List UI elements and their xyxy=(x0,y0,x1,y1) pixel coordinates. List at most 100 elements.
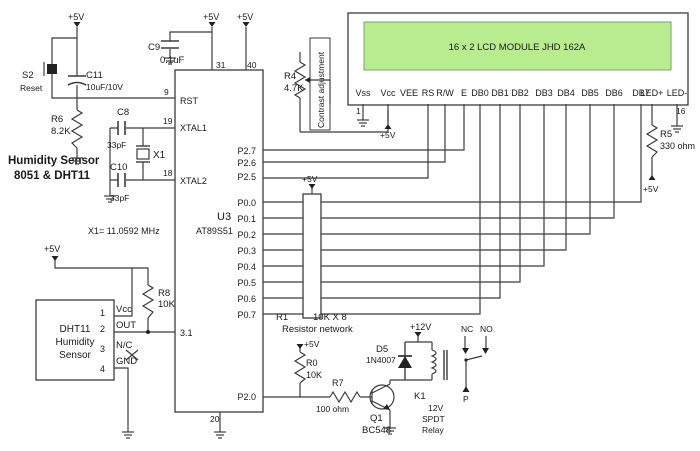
d5-value: 1N4007 xyxy=(366,355,396,365)
k1-ref: K1 xyxy=(414,391,426,402)
lcd-screen xyxy=(363,21,672,71)
dht11-name-1: DHT11 xyxy=(60,324,91,335)
lcd-pin-label: DB0 xyxy=(471,88,489,98)
pin-p20: P2.0 xyxy=(237,392,256,402)
vcc-arrow xyxy=(242,22,250,27)
r4-note: Contrast adjustment xyxy=(316,51,326,128)
lcd-pin-label: R/W xyxy=(436,88,454,98)
k1-type: SPDT xyxy=(422,414,445,424)
r7-ref: R7 xyxy=(332,378,344,388)
vcc-arrow xyxy=(648,175,656,180)
x1-frequency: X1= 11.0592 MHz xyxy=(88,226,160,236)
reset-circuit: +5V C11 10uF/10V S2 Reset R6 8.2K xyxy=(20,12,175,165)
r8-value: 10K xyxy=(158,299,176,310)
vcc-label-r5: +5V xyxy=(643,184,659,194)
contrast-circuit: Contrast adjustment R4 4.7K +5V xyxy=(284,37,396,140)
transistor-q1 xyxy=(369,384,395,410)
k1-kind: Relay xyxy=(422,425,444,435)
lcd-pin16: 16 xyxy=(676,106,686,116)
pin-p04: P0.4 xyxy=(237,262,256,272)
r4-value: 4.7K xyxy=(284,83,304,94)
c8-ref: C8 xyxy=(117,107,129,118)
title-line-2: 8051 & DHT11 xyxy=(14,170,91,182)
pin-p03: P0.3 xyxy=(237,246,256,256)
pin-p26: P2.6 xyxy=(237,158,256,168)
x1-ref: X1 xyxy=(153,150,166,161)
vcc-arrow xyxy=(208,22,216,27)
resistor-r5 xyxy=(645,124,659,158)
vcc-label-lcd: +5V xyxy=(380,130,396,140)
vcc-arrow xyxy=(296,344,304,349)
resistor-network-r1 xyxy=(302,193,322,319)
vcc-label-31: +5V xyxy=(203,12,219,22)
vcc-arrow xyxy=(384,124,392,129)
dht11-pin-gnd: GND xyxy=(116,356,137,367)
lcd-pin-label: DB4 xyxy=(557,88,575,98)
s2-ref: S2 xyxy=(22,70,34,81)
lcd-control-wires xyxy=(263,104,465,179)
pin-p25: P2.5 xyxy=(237,172,256,182)
pin-num-19: 19 xyxy=(163,116,173,126)
k1-value: 12V xyxy=(428,403,443,413)
s2-value: Reset xyxy=(20,83,43,93)
dht11-pin-nc: N/C xyxy=(116,340,133,351)
c8-value: 33pF xyxy=(107,140,126,150)
c9-value: 0.1uF xyxy=(160,55,184,66)
dht11-name-2: Humidity xyxy=(56,337,95,348)
lcd-pin-label: DB6 xyxy=(605,88,623,98)
dht11-pin-out: OUT xyxy=(116,320,136,331)
mcu-ref: U3 xyxy=(217,211,231,223)
vcc-label-40: +5V xyxy=(237,12,253,22)
mcu-power-section: +5V +5V C9 0.1uF xyxy=(148,12,253,70)
lcd-pin-label: DB3 xyxy=(535,88,553,98)
resistor-r0 xyxy=(293,351,307,384)
reset-switch-s2 xyxy=(47,64,57,74)
r1-note: Resistor network xyxy=(282,324,353,335)
pin-num-40: 40 xyxy=(247,60,257,70)
r0-ref: R0 xyxy=(306,358,318,368)
mcu-body xyxy=(174,69,264,413)
dht11-num-3: 3 xyxy=(100,344,105,354)
dht11-pin-vcc: Vcc xyxy=(116,304,132,315)
dht11-num-1: 1 xyxy=(100,308,105,318)
potentiometer-r4 xyxy=(293,61,307,99)
vcc-arrow xyxy=(51,256,59,261)
r6-ref: R6 xyxy=(51,114,63,125)
lcd-pin-label: LED+ xyxy=(641,88,664,98)
c11-value: 10uF/10V xyxy=(86,82,123,92)
d5-ref: D5 xyxy=(376,344,388,355)
dht11-sensor: DHT11 Humidity Sensor 1 2 3 4 Vcc OUT N/… xyxy=(35,244,176,439)
relay-driver: +5V R0 10K R7 100 ohm Q1 BC548 +12V D5 1… xyxy=(263,322,493,436)
pin-num-18: 18 xyxy=(163,168,173,178)
crystal-circuit: C8 33pF C10 33pF X1 X1= 11.0592 MHz xyxy=(88,107,175,236)
r7-value: 100 ohm xyxy=(316,404,349,414)
q1-value: BC548 xyxy=(362,425,391,436)
r1-ref: R1 xyxy=(276,312,288,323)
lcd-pin-label: E xyxy=(461,88,467,98)
r4-ref: R4 xyxy=(284,71,296,82)
lcd-pin-label: Vss xyxy=(355,88,371,98)
vcc-label-dht: +5V xyxy=(44,244,60,254)
lcd-pin-label: RS xyxy=(422,88,435,98)
vcc-arrow xyxy=(73,22,81,27)
vcc-label-r0: +5V xyxy=(304,339,320,349)
pin-num-20: 20 xyxy=(210,414,220,424)
vcc-label-reset: +5V xyxy=(68,12,84,22)
vcc-arrow xyxy=(414,332,422,337)
relay-nc: NC xyxy=(461,324,473,334)
lcd-pin-label: DB1 xyxy=(491,88,509,98)
backlight-circuit: R5 330 ohm +5V xyxy=(643,104,695,194)
lcd-label: 16 x 2 LCD MODULE JHD 162A xyxy=(449,42,586,53)
crystal-x1 xyxy=(136,148,150,160)
lcd-pin-label: DB7 xyxy=(632,88,650,98)
pin-num-9: 9 xyxy=(164,87,169,97)
pin-p00: P0.0 xyxy=(237,198,256,208)
pin-p05: P0.5 xyxy=(237,278,256,288)
mcu-part: AT89S51 xyxy=(196,226,233,236)
pin-p02: P0.2 xyxy=(237,230,256,240)
pin-p06: P0.6 xyxy=(237,294,256,304)
lcd-pin-label: LED- xyxy=(667,88,688,98)
relay-no: NO xyxy=(480,324,493,334)
pin-rst: RST xyxy=(180,96,199,106)
